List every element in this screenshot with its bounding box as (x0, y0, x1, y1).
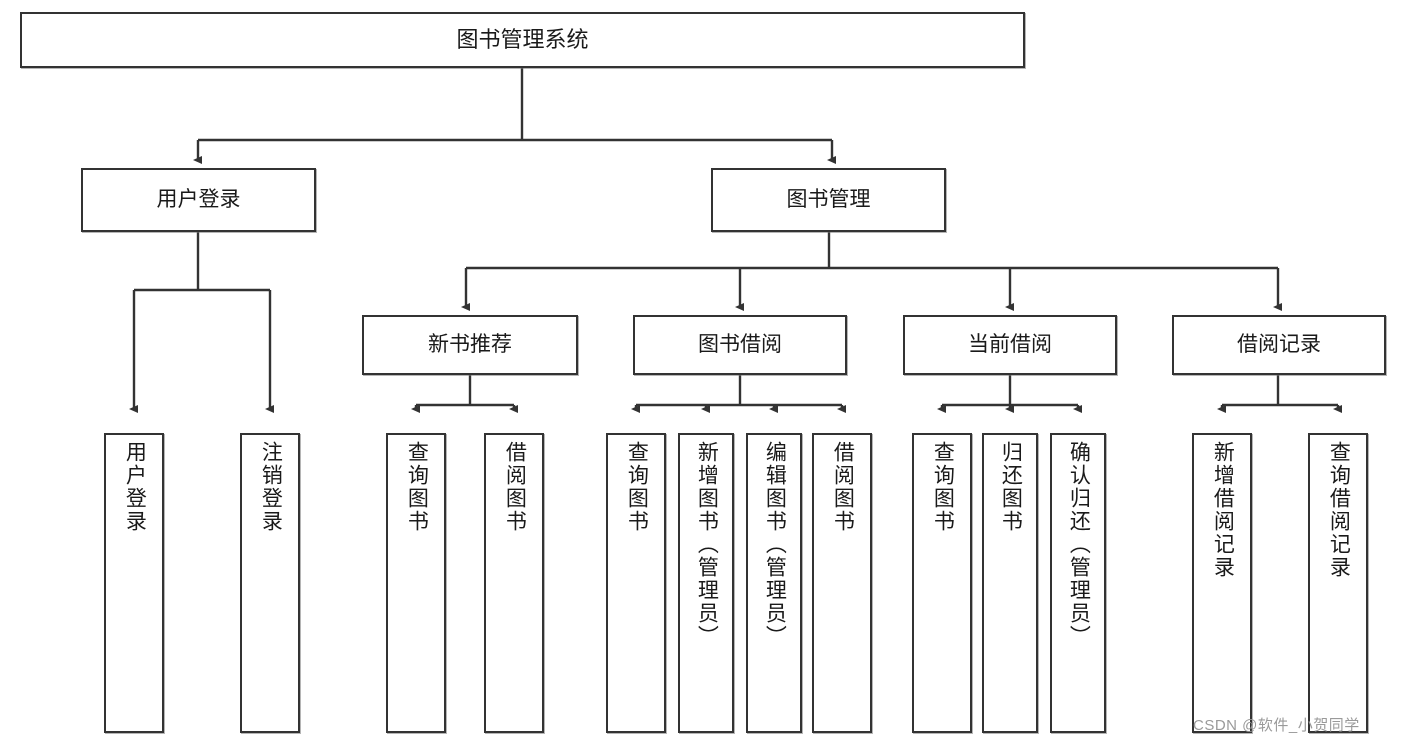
leaf-user-logout[interactable]: 注销登录 (240, 433, 300, 733)
leaf-borrow-edit-book[interactable]: 编辑图书（管理员） (746, 433, 802, 733)
node-root-label: 图书管理系统 (456, 27, 589, 53)
leaf-records-query-label: 查询借阅记录 (1327, 441, 1351, 579)
leaf-user-logout-label: 注销登录 (259, 441, 283, 533)
leaf-borrow-add-book-label: 新增图书（管理员） (695, 441, 719, 648)
leaf-current-return-book[interactable]: 归还图书 (982, 433, 1038, 733)
node-root[interactable]: 图书管理系统 (20, 12, 1025, 68)
leaf-new-book-query-label: 查询图书 (405, 441, 429, 533)
leaf-current-return-book-label: 归还图书 (999, 441, 1023, 533)
leaf-current-query-book-label: 查询图书 (931, 441, 955, 533)
leaf-current-confirm-return[interactable]: 确认归还（管理员） (1050, 433, 1106, 733)
leaf-new-book-query[interactable]: 查询图书 (386, 433, 446, 733)
node-new-book-recommend-label: 新书推荐 (428, 332, 512, 356)
leaf-borrow-lend-book[interactable]: 借阅图书 (812, 433, 872, 733)
leaf-borrow-add-book[interactable]: 新增图书（管理员） (678, 433, 734, 733)
leaf-records-query[interactable]: 查询借阅记录 (1308, 433, 1368, 733)
leaf-records-add-label: 新增借阅记录 (1211, 441, 1235, 579)
leaf-new-book-borrow-label: 借阅图书 (503, 441, 527, 533)
leaf-current-query-book[interactable]: 查询图书 (912, 433, 972, 733)
leaf-new-book-borrow[interactable]: 借阅图书 (484, 433, 544, 733)
leaf-current-confirm-return-label: 确认归还（管理员） (1067, 441, 1091, 648)
node-user-login[interactable]: 用户登录 (81, 168, 316, 232)
leaf-user-login-label: 用户登录 (123, 441, 147, 533)
leaf-records-add[interactable]: 新增借阅记录 (1192, 433, 1252, 733)
node-borrow-records[interactable]: 借阅记录 (1172, 315, 1386, 375)
node-user-login-label: 用户登录 (156, 187, 241, 211)
node-book-borrowing-label: 图书借阅 (698, 332, 782, 356)
leaf-user-login[interactable]: 用户登录 (104, 433, 164, 733)
node-book-management[interactable]: 图书管理 (711, 168, 946, 232)
node-book-management-label: 图书管理 (786, 187, 871, 211)
node-current-borrowing-label: 当前借阅 (968, 332, 1052, 356)
leaf-borrow-query-book-label: 查询图书 (625, 441, 649, 533)
leaf-borrow-lend-book-label: 借阅图书 (831, 441, 855, 533)
node-book-borrowing[interactable]: 图书借阅 (633, 315, 847, 375)
node-borrow-records-label: 借阅记录 (1237, 332, 1321, 356)
node-new-book-recommend[interactable]: 新书推荐 (362, 315, 578, 375)
watermark: CSDN @软件_小贺同学 (1193, 717, 1360, 734)
leaf-borrow-edit-book-label: 编辑图书（管理员） (763, 441, 787, 648)
leaf-borrow-query-book[interactable]: 查询图书 (606, 433, 666, 733)
node-current-borrowing[interactable]: 当前借阅 (903, 315, 1117, 375)
